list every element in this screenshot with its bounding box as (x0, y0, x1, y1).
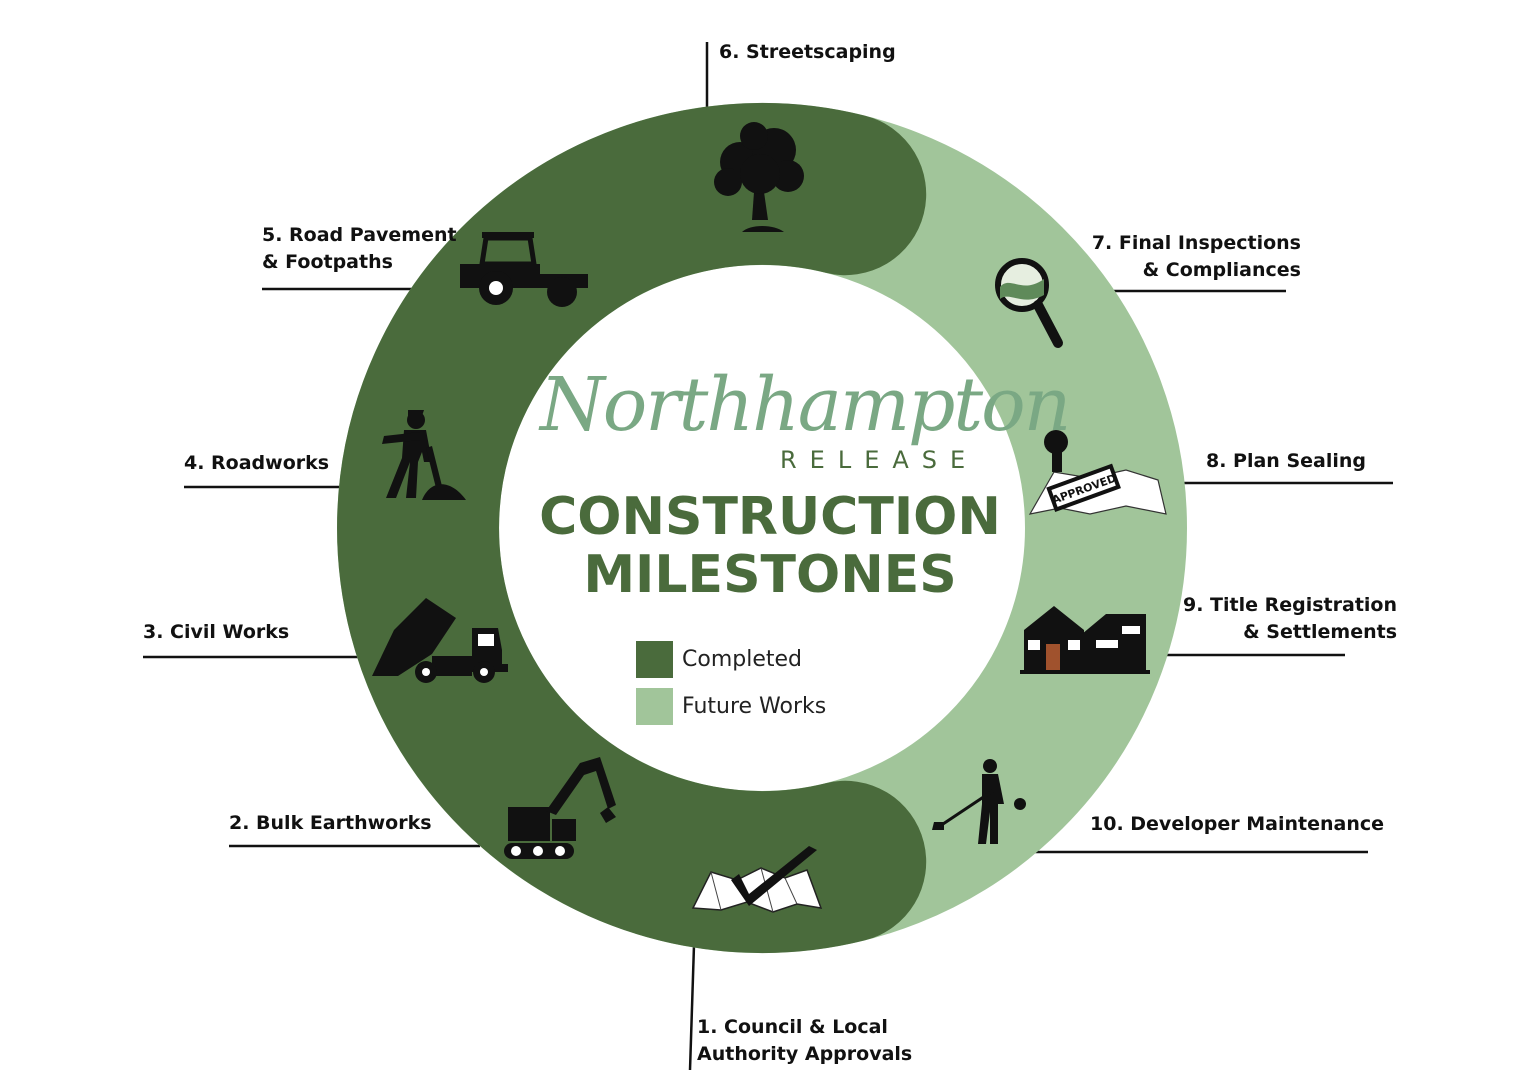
legend-swatch-future (636, 688, 673, 725)
milestone-3-line1: 3. Civil Works (143, 621, 290, 643)
legend-label-completed: Completed (682, 647, 802, 672)
legend-swatch-completed (636, 641, 673, 678)
milestone-7-line1: 7. Final Inspections (1091, 232, 1301, 254)
milestone-2-line1: 2. Bulk Earthworks (229, 812, 432, 834)
tree-icon (714, 122, 804, 232)
house-icon (1020, 606, 1150, 674)
title-line-2: MILESTONES (583, 545, 957, 605)
leader-line-1 (688, 944, 696, 1071)
milestone-8-line1: 8. Plan Sealing (1206, 450, 1366, 472)
excavator-icon (504, 757, 616, 859)
milestone-6-line1: 6. Streetscaping (719, 41, 896, 63)
milestone-10-line1: 10. Developer Maintenance (1090, 813, 1384, 835)
milestone-label-8: 8. Plan Sealing (1206, 448, 1366, 475)
legend-item-future: Future Works (636, 688, 826, 725)
milestone-7-line2: & Compliances (1142, 259, 1301, 281)
milestone-1-line2: Authority Approvals (697, 1043, 913, 1065)
worker-shovel-icon (382, 410, 466, 500)
road-roller-icon (460, 232, 588, 307)
milestone-9-line1: 9. Title Registration (1182, 594, 1397, 616)
milestone-label-4: 4. Roadworks (184, 450, 329, 477)
approved-stamp-icon: APPROVED (1028, 430, 1167, 515)
dump-truck-icon (372, 598, 508, 683)
brand-subtitle: RELEASE (780, 446, 979, 474)
milestone-5-line1: 5. Road Pavement (262, 224, 457, 246)
completed-works-arc (337, 103, 927, 953)
legend-label-future: Future Works (682, 694, 827, 719)
milestone-1-line1: 1. Council & Local (697, 1016, 888, 1038)
milestone-label-6: 6. Streetscaping (719, 39, 896, 66)
milestone-5-line2: & Footpaths (262, 251, 393, 273)
approved-map-check-icon (691, 846, 823, 913)
center-disc (500, 266, 1024, 790)
milestone-label-3: 3. Civil Works (143, 619, 289, 646)
milestone-9-line2: & Settlements (1243, 621, 1397, 643)
title-line-1: CONSTRUCTION (539, 487, 1001, 547)
milestone-label-1: 1. Council & Local Authority Approvals (697, 1014, 912, 1068)
milestone-label-7: 7. Final Inspections & Compliances (1092, 230, 1301, 284)
milestone-label-9: 9. Title Registration & Settlements (1183, 592, 1397, 646)
milestone-label-5: 5. Road Pavement & Footpaths (262, 222, 457, 276)
brand-script-name: Northhampton (540, 362, 1071, 448)
milestone-4-line1: 4. Roadworks (184, 452, 330, 474)
line-trimmer-worker-icon (932, 759, 1026, 844)
milestone-label-2: 2. Bulk Earthworks (229, 810, 432, 837)
milestone-label-10: 10. Developer Maintenance (1090, 811, 1384, 838)
page-title: CONSTRUCTION MILESTONES (520, 488, 1020, 604)
magnifying-glass-icon (995, 258, 1063, 348)
leader-lines (143, 42, 1393, 1071)
legend-item-completed: Completed (636, 641, 802, 678)
